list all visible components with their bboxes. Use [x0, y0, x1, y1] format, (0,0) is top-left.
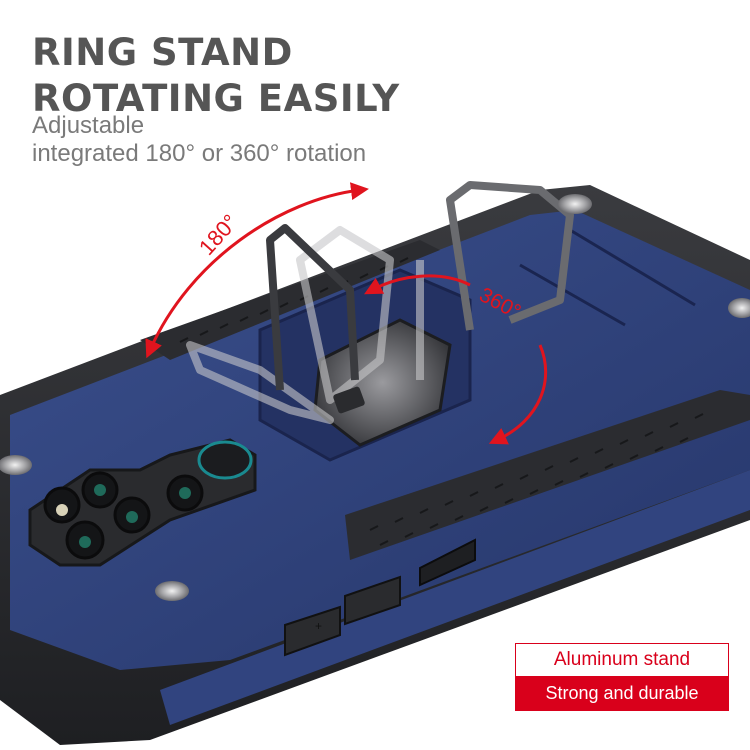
back-ridges: [519, 228, 696, 327]
callout-aluminum-stand: Aluminum stand: [516, 644, 728, 676]
bottom-grip-pad: [345, 390, 750, 560]
camera-lenses: [43, 440, 253, 560]
case-side-edge: [160, 470, 750, 725]
volume-down-button: [344, 575, 401, 626]
headline-line-2: ROTATING EASILY: [32, 77, 400, 120]
subtitle-line-1: Adjustable: [32, 112, 145, 139]
power-button: [419, 538, 476, 587]
ring-stand-rotated: [446, 181, 574, 331]
fingerprint-sensor: [197, 440, 253, 480]
volume-up-glyph: +: [315, 619, 322, 633]
subtitle-line-2: integrated 180° or 360° rotation: [32, 140, 367, 167]
side-buttons: +: [284, 538, 476, 657]
arrow-360: [364, 274, 471, 295]
callout-strong-durable: Strong and durable: [516, 676, 728, 710]
headline-line-1: RING STAND: [32, 31, 293, 74]
metal-screws: [0, 194, 750, 601]
headline: RING STAND ROTATING EASILY: [32, 30, 400, 122]
ring-hinge: [333, 386, 365, 414]
arrow-180: [145, 182, 369, 359]
volume-up-button: [284, 605, 341, 657]
feature-callout: Aluminum stand Strong and durable: [515, 643, 729, 711]
bottom-grip-texture: [369, 413, 704, 546]
subtitle: Adjustable integrated 180° or 360° rotat…: [32, 112, 366, 168]
arrow-360-lower: [488, 344, 548, 445]
